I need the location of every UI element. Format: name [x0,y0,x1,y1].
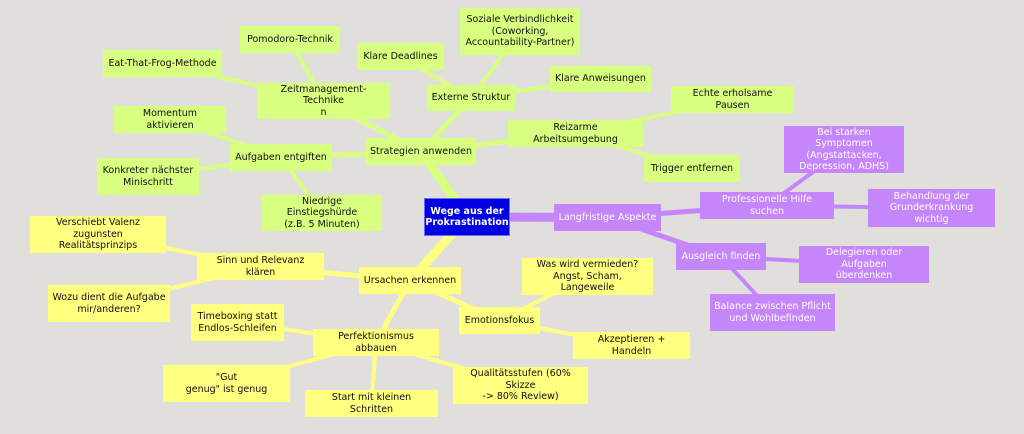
branch-ursachen-erkennen[interactable]: Ursachen erkennen [359,267,461,294]
node-starke-symptome[interactable]: Bei starken Symptomen (Angstattacken, De… [784,126,904,173]
node-sinn-relevanz[interactable]: Sinn und Relevanz klären [197,253,324,280]
branch-langfristige-aspekte[interactable]: Langfristige Aspekte [554,204,661,231]
node-was-wird-vermieden[interactable]: Was wird vermieden? Angst, Scham, Langew… [522,258,653,295]
node-zeitmanagement[interactable]: Zeitmanagement-Technike n [257,83,390,119]
node-emotionsfokus[interactable]: Emotionsfokus [459,307,540,334]
node-eat-that-frog[interactable]: Eat-That-Frog-Methode [103,50,222,77]
node-klare-anweisungen[interactable]: Klare Anweisungen [550,66,651,92]
node-reizarme-arbeitsumgebung[interactable]: Reizarme Arbeitsumgebung [508,120,643,147]
node-gut-genug[interactable]: "Gut genug" ist genug [163,365,290,402]
central-topic[interactable]: Wege aus der Prokrastination [424,198,510,236]
node-behandlung-grunderkrankung[interactable]: Behandlung der Grunderkrankung wichtig [868,189,995,227]
node-echte-pausen[interactable]: Echte erholsame Pausen [671,86,794,113]
node-aufgaben-entgiften[interactable]: Aufgaben entgiften [230,144,332,171]
node-wozu[interactable]: Wozu dient die Aufgabe mir/anderen? [48,285,170,322]
node-trigger-entfernen[interactable]: Trigger entfernen [644,155,740,182]
branch-strategien-anwenden[interactable]: Strategien anwenden [366,138,476,165]
node-minischritt[interactable]: Konkreter nächster Minischritt [97,158,199,195]
node-ausgleich-finden[interactable]: Ausgleich finden [676,243,766,270]
node-balance[interactable]: Balance zwischen Pflicht und Wohlbefinde… [710,294,835,331]
node-qualitaetsstufen[interactable]: Qualitätsstufen (60% Skizze -> 80% Revie… [453,367,588,404]
node-externe-struktur[interactable]: Externe Struktur [427,85,515,111]
node-momentum-aktivieren[interactable]: Momentum aktivieren [114,106,226,133]
node-niedrige-einstiegshuerde[interactable]: Niedrige Einstiegshürde (z.B. 5 Minuten) [262,195,382,231]
node-valenz[interactable]: Verschiebt Valenz zugunsten Realitätspri… [30,216,166,253]
node-delegieren[interactable]: Delegieren oder Aufgaben überdenken [799,246,929,283]
node-professionelle-hilfe[interactable]: Professionelle Hilfe suchen [700,192,834,219]
node-timeboxing[interactable]: Timeboxing statt Endlos-Schleifen [191,304,284,341]
node-soziale-verbindlichkeit[interactable]: Soziale Verbindlichkeit (Coworking, Acco… [460,8,580,55]
node-klare-deadlines[interactable]: Klare Deadlines [357,43,444,70]
node-akzeptieren-handeln[interactable]: Akzeptieren + Handeln [573,332,690,359]
node-kleine-schritte[interactable]: Start mit kleinen Schritten [305,390,438,417]
node-pomodoro[interactable]: Pomodoro-Technik [240,26,340,53]
node-perfektionismus[interactable]: Perfektionismus abbauen [313,329,439,356]
